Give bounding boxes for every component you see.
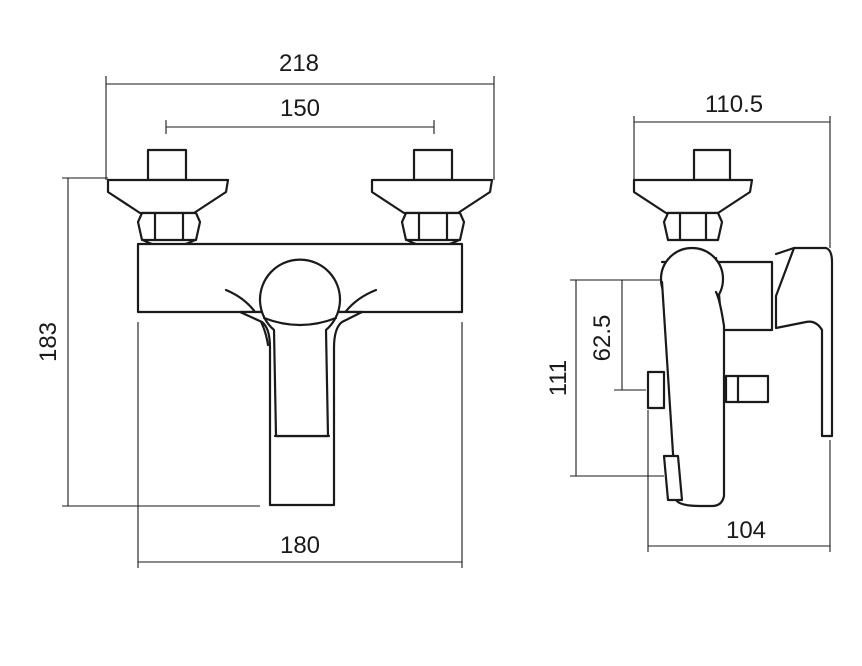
side-wall-plate (774, 246, 834, 438)
side-valve-stem (692, 148, 732, 182)
front-view (106, 148, 494, 507)
front-lever-handle (258, 258, 342, 438)
front-left-nut (136, 211, 202, 249)
front-left-valve-stem (146, 148, 188, 182)
dim-label-218: 218 (279, 50, 319, 77)
front-dimensions: 218 150 183 180 (35, 50, 495, 568)
dim-label-111: 111 (545, 360, 572, 396)
front-right-valve-stem (412, 148, 454, 182)
side-nut (662, 211, 724, 242)
front-left-cap (106, 178, 230, 215)
front-right-nut (400, 211, 466, 249)
side-view (632, 148, 834, 508)
side-dimensions: 110.5 104 111 62.5 (545, 91, 831, 552)
side-wall-plate-edge (774, 246, 796, 256)
dim-label-180: 180 (280, 532, 320, 559)
dim-label-150: 150 (280, 95, 320, 122)
dim-label-62-5: 62.5 (589, 315, 616, 362)
dim-label-104: 104 (726, 517, 766, 544)
side-aerator (662, 454, 684, 502)
dim-label-183: 183 (35, 322, 62, 362)
front-right-cap (370, 178, 494, 215)
side-front-connector (646, 370, 666, 410)
side-rear-connector (724, 374, 770, 404)
dim-label-110-5: 110.5 (705, 91, 763, 118)
front-lever-base-arc (262, 316, 338, 327)
side-cap (632, 178, 754, 215)
side-spout-body (660, 280, 726, 508)
